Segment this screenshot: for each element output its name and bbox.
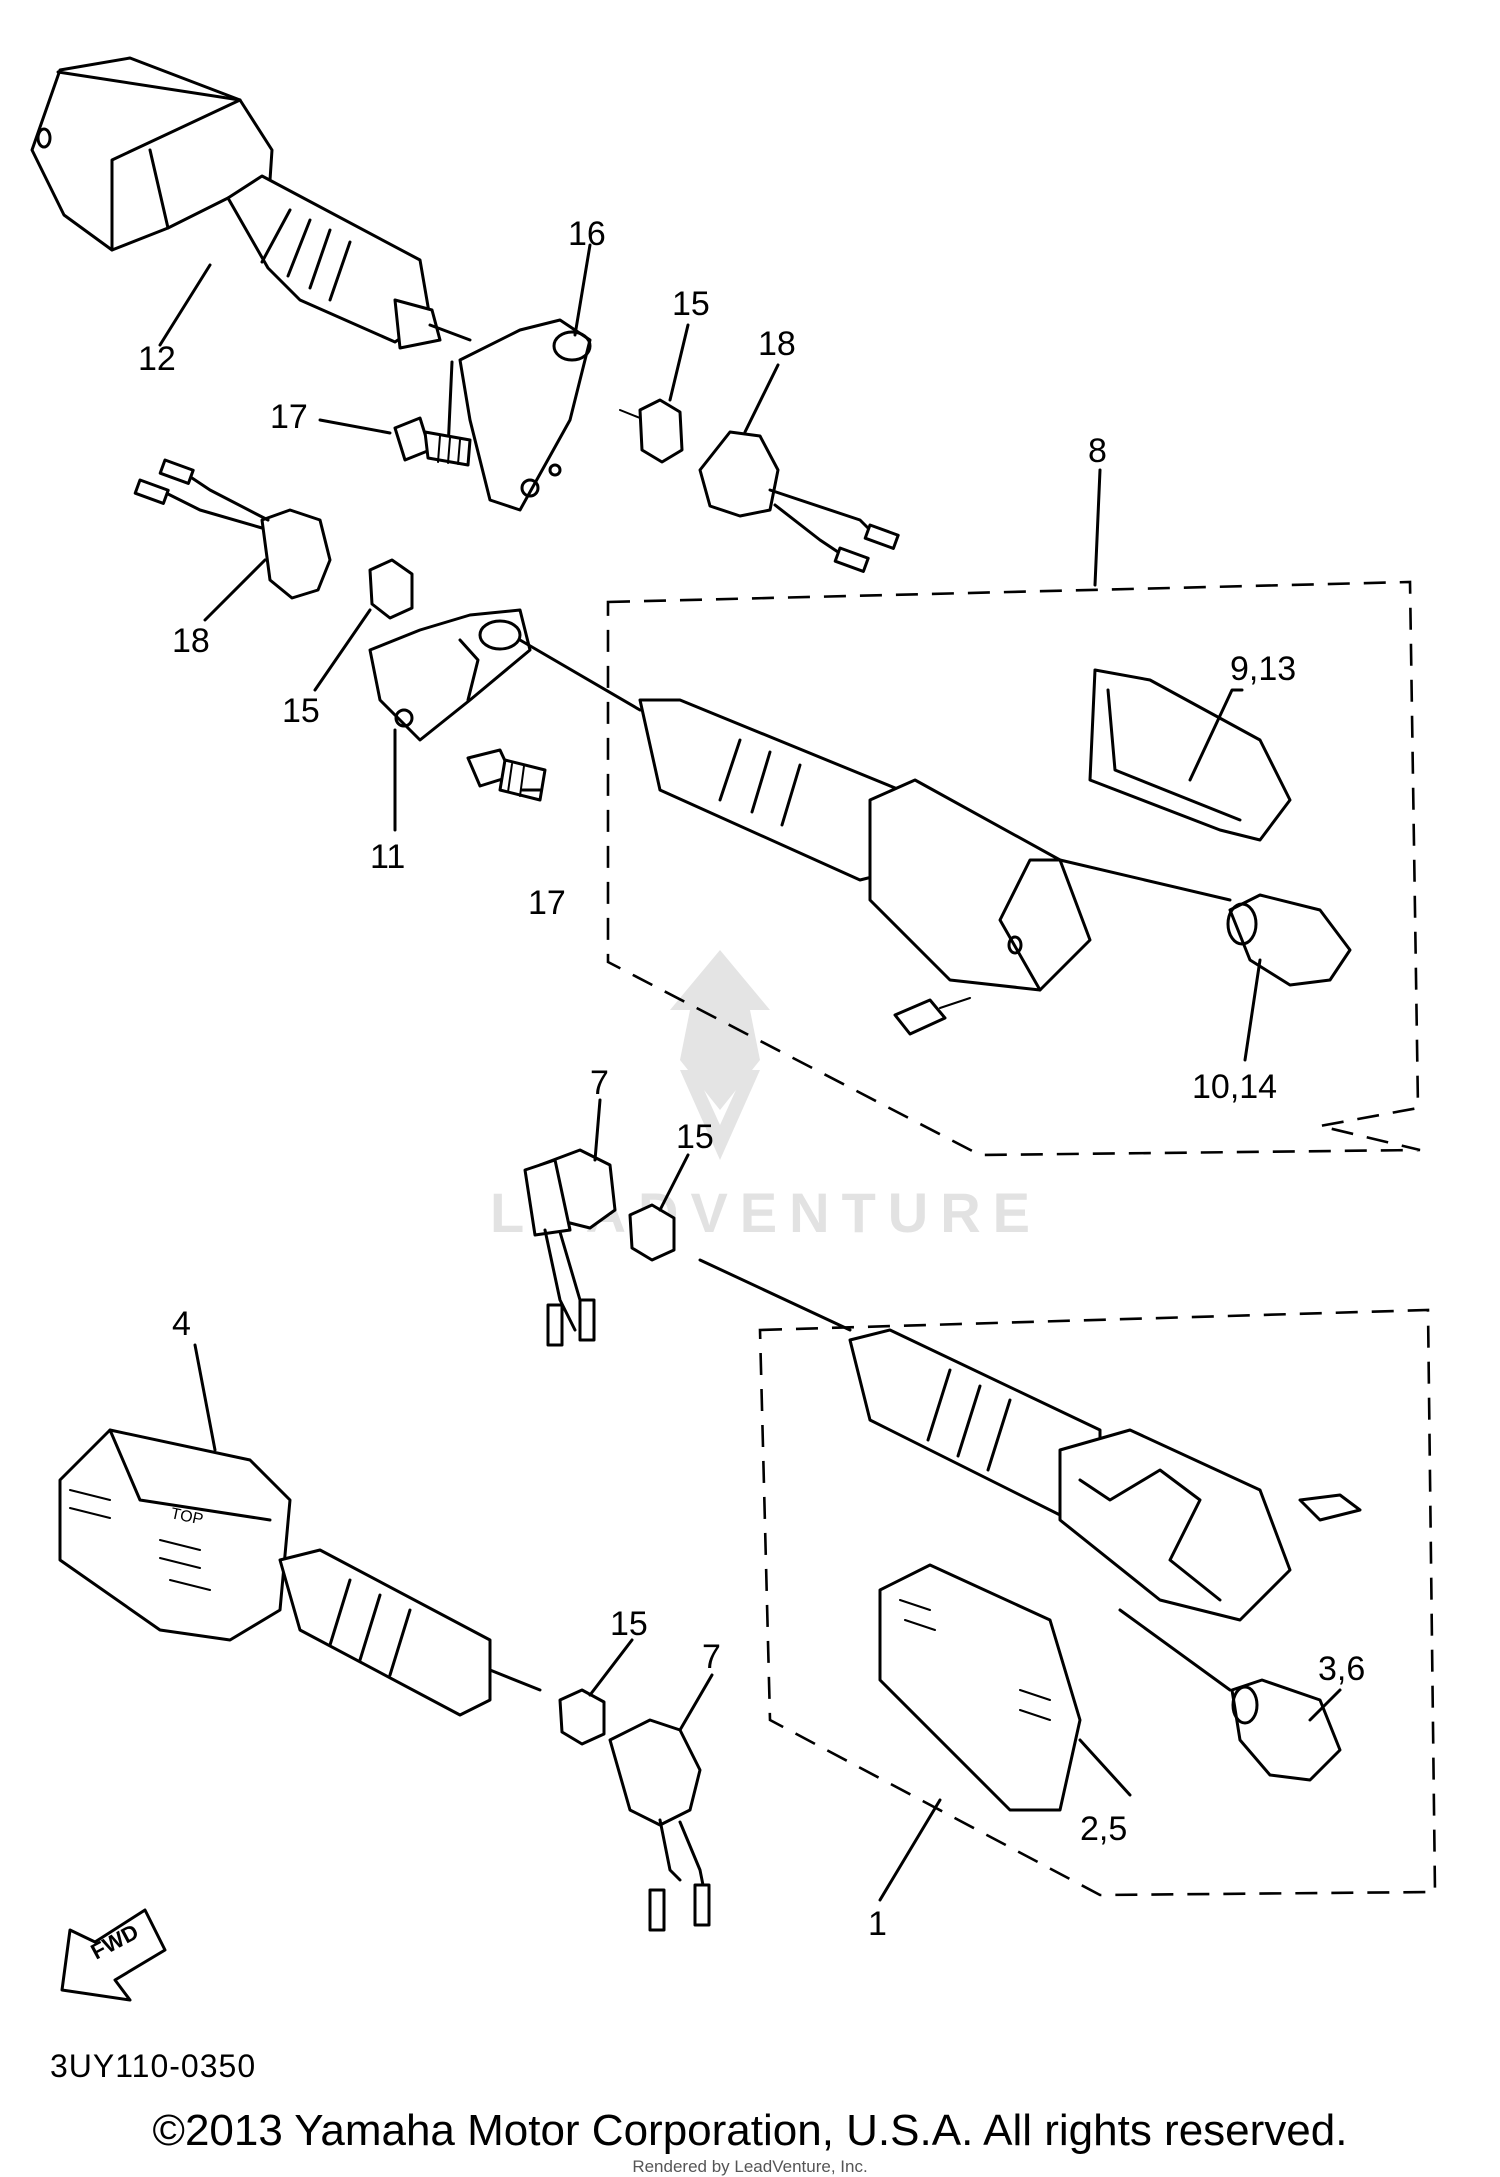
fwd-arrow-icon: FWD (60, 1908, 167, 2002)
lens-9-13 (1088, 668, 1292, 842)
callout-7: 7 (590, 1064, 609, 1102)
turn-signal-4 (58, 1428, 542, 1717)
callout-9-13: 9,13 (1230, 650, 1296, 688)
callout-8: 8 (1088, 432, 1107, 470)
callout-4: 4 (172, 1305, 191, 1343)
callout-15: 15 (676, 1118, 714, 1156)
lens-2-5 (878, 1563, 1082, 1812)
callout-labels: 12 16 15 18 17 8 18 9,13 15 11 17 10,14 … (138, 215, 1365, 1943)
callout-18: 18 (172, 622, 210, 660)
callout-11: 11 (370, 838, 405, 876)
callout-17: 17 (528, 884, 566, 922)
bracket-11 (368, 608, 532, 742)
diagram-code: 3UY110-0350 (50, 2048, 257, 2084)
lens-top-mark: TOP (169, 1505, 204, 1528)
grommet-18-top (698, 430, 900, 573)
nut-15-lower-right (628, 1203, 852, 1332)
callout-15: 15 (282, 692, 320, 730)
grommet-7-lower (608, 1718, 711, 1932)
turn-signal-12 (30, 56, 472, 350)
copyright-notice: ©2013 Yamaha Motor Corporation, U.S.A. A… (152, 2106, 1348, 2155)
callout-15: 15 (610, 1605, 648, 1643)
turn-signal-8 (518, 638, 1092, 1036)
callout-15: 15 (672, 285, 710, 323)
grommet-18-middle (133, 458, 332, 600)
bolt-17-middle (466, 748, 547, 802)
callout-16: 16 (568, 215, 606, 253)
nut-15-middle (368, 558, 414, 620)
nut-15-top (619, 398, 684, 464)
rendered-by-note: Rendered by LeadVenture, Inc. (632, 2157, 868, 2176)
bulb-10-14 (1058, 858, 1352, 987)
watermark-logo-icon (670, 950, 770, 1160)
bulb-3-6 (1118, 1608, 1342, 1782)
callout-2-5: 2,5 (1080, 1810, 1127, 1848)
nut-15-lower-left (558, 1688, 606, 1746)
callout-1: 1 (868, 1905, 887, 1943)
bracket-16 (446, 318, 592, 512)
callout-17: 17 (270, 398, 308, 436)
callout-7: 7 (702, 1638, 721, 1676)
group-outline-8 (606, 580, 1421, 1157)
callout-18: 18 (758, 325, 796, 363)
bolt-17-top (393, 416, 472, 467)
turn-signal-1 (848, 1328, 1362, 1622)
grommet-7-upper (523, 1148, 617, 1347)
callout-10-14: 10,14 (1192, 1068, 1277, 1106)
leader-lines (158, 243, 1342, 1902)
group-outline-1 (758, 1308, 1437, 1897)
callout-3-6: 3,6 (1318, 1650, 1365, 1688)
callout-12: 12 (138, 340, 176, 378)
